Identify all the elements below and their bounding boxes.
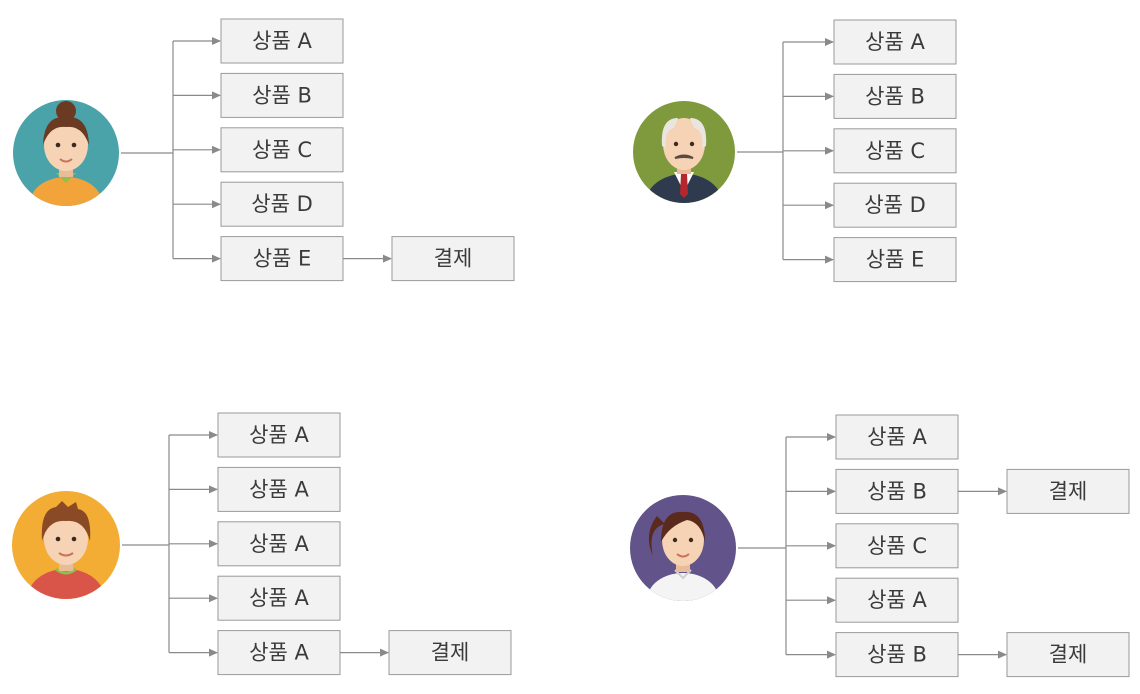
product-box: 상품 C [833,128,957,174]
product-box: 상품 B [835,468,959,514]
product-box: 상품 E [220,236,344,282]
product-box: 상품 A [217,630,341,676]
product-box: 상품 B [220,72,344,118]
product-box-label: 상품 A [249,477,309,501]
product-box: 상품 E [833,237,957,283]
product-box: 상품 A [833,19,957,65]
checkout-box-label: 결제 [1049,643,1088,667]
woman-ponytail-avatar-icon [630,495,736,601]
product-box-label: 상품 B [867,479,927,503]
product-box-label: 상품 B [252,83,312,107]
checkout-box-label: 결제 [431,641,470,665]
checkout-box: 결제 [1006,468,1130,514]
product-box-label: 상품 C [865,139,925,163]
customer-flow-group: 상품 A 상품 A 상품 A 상품 A 상품 A 결제 [12,412,512,676]
customer-flow-group: 상품 A 상품 B 상품 C 상품 D 상품 E [633,19,957,283]
product-box-label: 상품 A [249,586,309,610]
product-box-label: 상품 B [867,643,927,667]
product-box: 상품 C [835,523,959,569]
product-box: 상품 D [833,182,957,228]
product-box: 상품 D [220,181,344,227]
connector-lines [122,431,218,657]
old-man-suit-avatar-icon [633,101,735,203]
product-box-label: 상품 A [867,425,927,449]
checkout-box: 결제 [388,630,512,676]
product-box: 상품 A [217,575,341,621]
connector-lines [738,433,836,659]
product-box-label: 상품 A [249,641,309,665]
product-box: 상품 B [835,632,959,678]
product-box-label: 상품 A [249,532,309,556]
product-box: 상품 A [217,412,341,458]
product-box: 상품 B [833,73,957,119]
checkout-box: 결제 [391,236,515,282]
product-box-label: 상품 B [865,84,925,108]
connector-lines [737,38,834,264]
product-box-label: 상품 D [864,193,926,217]
checkout-box: 결제 [1006,632,1130,678]
product-box-label: 상품 C [867,534,927,558]
product-box-label: 상품 C [252,138,312,162]
product-box: 상품 A [220,18,344,64]
product-box-label: 상품 A [867,588,927,612]
woman-bun-avatar-icon [13,100,119,206]
product-box: 상품 A [835,577,959,623]
product-box: 상품 A [217,521,341,567]
checkout-box-label: 결제 [1049,479,1088,503]
product-box-label: 상품 D [251,192,313,216]
connector-lines [121,37,221,263]
product-box: 상품 A [835,414,959,460]
customer-flow-group: 상품 A 상품 B 상품 C 상품 D 상품 E 결제 [13,18,515,282]
young-man-avatar-icon [12,491,120,599]
product-box-label: 상품 E [866,248,925,272]
product-box-label: 상품 A [252,29,312,53]
product-box-label: 상품 E [253,247,312,271]
product-box-label: 상품 A [865,30,925,54]
checkout-box-label: 결제 [434,247,473,271]
product-box: 상품 C [220,127,344,173]
product-box-label: 상품 A [249,423,309,447]
product-box: 상품 A [217,466,341,512]
